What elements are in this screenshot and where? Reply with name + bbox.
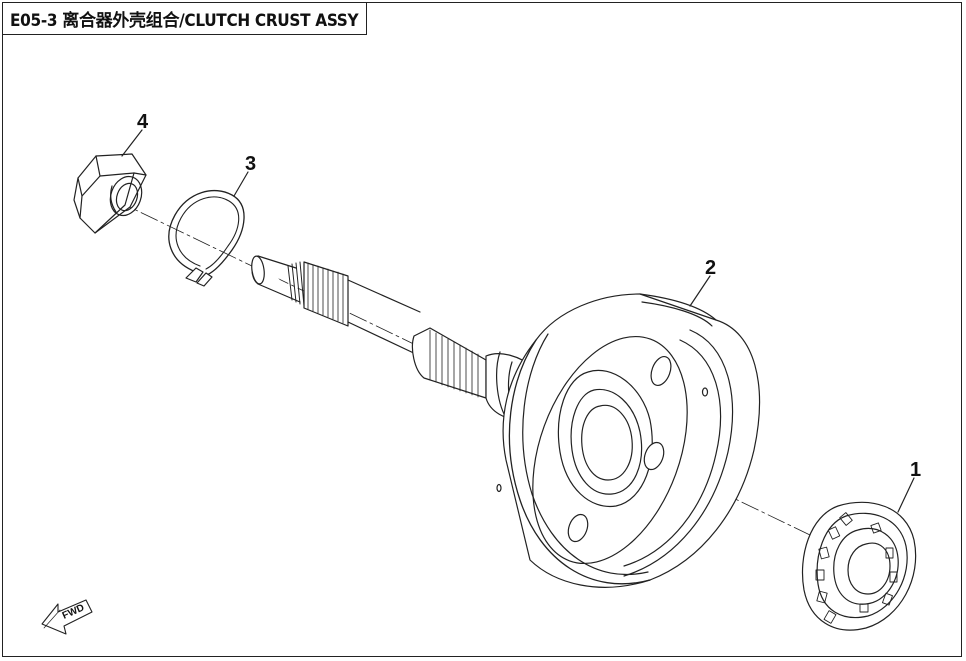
callout-1: 1 xyxy=(910,459,921,481)
callout-4: 4 xyxy=(137,111,149,133)
clutch-housing-shaft xyxy=(251,255,760,588)
leader-3 xyxy=(233,171,249,197)
diagram-title: E05-3 离合器外壳组合/CLUTCH CRUST ASSY xyxy=(10,10,359,31)
leader-1 xyxy=(897,477,915,513)
circlip xyxy=(168,189,245,287)
callout-2: 2 xyxy=(705,257,716,279)
leader-2 xyxy=(689,275,711,307)
title-box: E05-3 离合器外壳组合/CLUTCH CRUST ASSY xyxy=(2,2,368,35)
hex-nut xyxy=(73,153,147,234)
callout-3: 3 xyxy=(245,153,256,175)
leader-4 xyxy=(121,129,143,157)
one-way-clutch xyxy=(801,501,917,631)
fwd-arrow xyxy=(41,599,93,635)
